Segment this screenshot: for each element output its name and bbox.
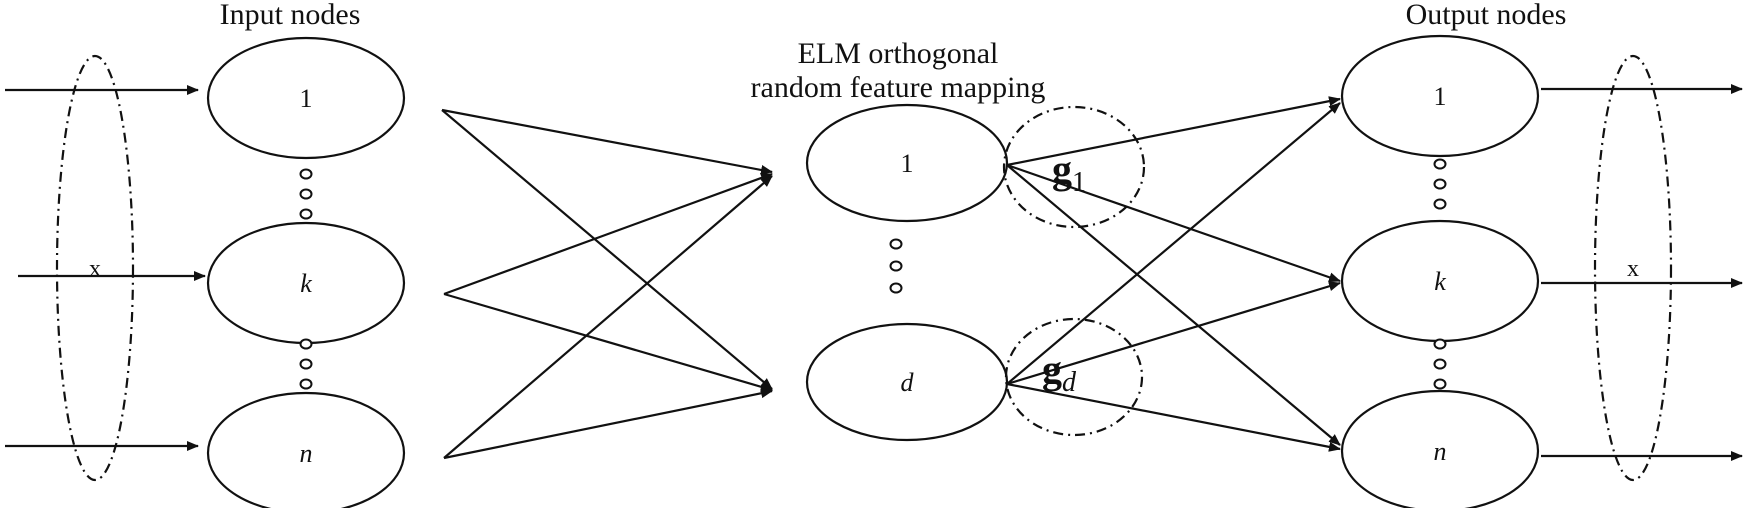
hidden-ellipsis-dot [889, 282, 903, 294]
output-nodes-title: Output nodes [1406, 0, 1567, 31]
hidden-node-1-label: 1 [901, 149, 914, 178]
mapping-label-g1-base: g [1052, 147, 1072, 192]
mapping-gd-circle [1004, 317, 1144, 437]
hidden-ellipsis-dot [889, 260, 903, 272]
mapping-label-gd-base: g [1042, 347, 1062, 392]
edge-input1-hiddend [441, 109, 773, 390]
input-nodes-title: Input nodes [220, 0, 361, 31]
edge-inputk-hidden1 [443, 172, 773, 296]
edge-input1-hidden1 [441, 108, 773, 175]
output-vector-ellipse [1593, 54, 1673, 482]
output-ellipsis-dot [1433, 378, 1447, 390]
mapping-label-gd-sub: d [1062, 367, 1077, 398]
input-ellipsis-dot [299, 378, 313, 390]
edge-inputn-hidden1 [443, 175, 773, 459]
hidden-node-d-label: d [901, 368, 915, 397]
output-node-k-label: k [1434, 267, 1446, 296]
input-vector-label: x [89, 256, 101, 282]
output-node-1-label: 1 [1434, 82, 1447, 111]
hidden-ellipsis-dot [889, 238, 903, 250]
hidden-node-1 [805, 103, 1009, 223]
input-ellipsis-dot [299, 358, 313, 370]
input-ellipsis-dot [299, 188, 313, 200]
edge-hiddend-outputn [1006, 382, 1341, 452]
edge-hidden1-output1 [1006, 96, 1341, 167]
edge-hiddend-output1 [1006, 102, 1341, 385]
hidden-layer-title-line1: ELM orthogonal [798, 37, 999, 70]
output-ellipsis-dot [1433, 338, 1447, 350]
input-ellipsis-dot [299, 338, 313, 350]
hidden-layer-title-line2: random feature mapping [751, 71, 1046, 104]
output-ellipsis-dot [1433, 358, 1447, 370]
mapping-label-g1-sub: 1 [1072, 167, 1086, 198]
output-node-n [1340, 389, 1540, 508]
mapping-label-gd: gd [1042, 347, 1077, 398]
input-ellipsis-dot [299, 168, 313, 180]
input-ellipsis-dot [299, 208, 313, 220]
input-node-1 [206, 36, 406, 160]
input-vector-ellipse [55, 54, 135, 482]
output-vector-label: x [1627, 256, 1639, 282]
output-ellipsis-dot [1433, 178, 1447, 190]
output-ellipsis-dot [1433, 198, 1447, 210]
input-node-n [206, 391, 406, 508]
edge-hidden1-outputn [1006, 164, 1341, 446]
edge-hiddend-outputk [1006, 281, 1341, 386]
input-node-1-label: 1 [300, 84, 313, 113]
output-node-1 [1340, 34, 1540, 158]
output-node-n-label: n [1434, 437, 1447, 466]
edge-inputn-hiddend [443, 388, 773, 460]
mapping-label-g1: g1 [1052, 147, 1086, 198]
edge-inputk-hiddend [443, 292, 773, 392]
edge-hidden1-outputk [1006, 163, 1341, 283]
output-ellipsis-dot [1433, 158, 1447, 170]
input-node-k-label: k [300, 269, 312, 298]
input-node-n-label: n [300, 439, 313, 468]
mapping-g1-circle [1002, 105, 1146, 229]
